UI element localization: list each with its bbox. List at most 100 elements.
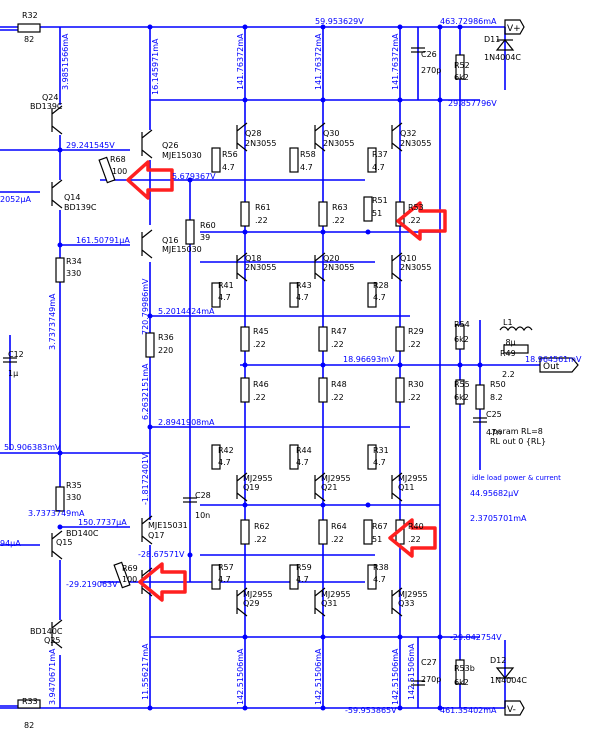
svg-text:4.7: 4.7 xyxy=(296,575,309,584)
svg-text:R37: R37 xyxy=(372,150,388,159)
svg-text:R55: R55 xyxy=(454,380,470,389)
label-top-rail-voltage: 59.953629V xyxy=(315,17,364,26)
r35-body xyxy=(55,486,65,512)
idle-current: 2.3705701mA xyxy=(470,514,527,523)
svg-text:MJ2955: MJ2955 xyxy=(321,474,351,483)
svg-text:220: 220 xyxy=(158,346,173,355)
svg-text:R33: R33 xyxy=(22,697,38,706)
svg-text:11.556217mA: 11.556217mA xyxy=(141,643,150,700)
label-neg28v: -28.67571V xyxy=(138,550,185,559)
svg-text:C26: C26 xyxy=(421,50,437,59)
svg-text:6k2: 6k2 xyxy=(454,73,469,82)
svg-text:Q28: Q28 xyxy=(245,129,261,138)
idle-note: idle load power & current xyxy=(472,474,561,482)
svg-text:R43: R43 xyxy=(296,281,312,290)
svg-text:BD140C: BD140C xyxy=(66,529,99,538)
r34-body xyxy=(55,257,65,283)
svg-text:Q25: Q25 xyxy=(44,636,60,645)
label-2.89mA: 2.8941908mA xyxy=(158,418,215,427)
svg-text:R51: R51 xyxy=(372,196,388,205)
svg-text:R56: R56 xyxy=(222,150,238,159)
svg-text:R62: R62 xyxy=(254,522,270,531)
svg-text:R63: R63 xyxy=(332,203,348,212)
svg-text:MJE15030: MJE15030 xyxy=(162,151,202,160)
svg-text:4.7: 4.7 xyxy=(373,575,386,584)
svg-text:R44: R44 xyxy=(296,446,312,455)
svg-text:.22: .22 xyxy=(332,216,345,225)
svg-text:R41: R41 xyxy=(218,281,234,290)
svg-text:1µ: 1µ xyxy=(8,369,18,378)
svg-text:6k2: 6k2 xyxy=(454,393,469,402)
svg-text:C12: C12 xyxy=(8,350,24,359)
svg-text:82: 82 xyxy=(24,721,34,730)
label-bottom-rail-voltage: -59.953865V xyxy=(345,706,397,715)
svg-text:3.9851566mA: 3.9851566mA xyxy=(61,33,70,90)
svg-text:4.7: 4.7 xyxy=(218,458,231,467)
svg-text:R36: R36 xyxy=(158,333,174,342)
svg-text:R30: R30 xyxy=(408,380,424,389)
svg-text:16.145971mA: 16.145971mA xyxy=(151,38,160,95)
svg-text:6k2: 6k2 xyxy=(454,678,469,687)
svg-text:C27: C27 xyxy=(421,658,437,667)
svg-text:R45: R45 xyxy=(253,327,269,336)
label-plus30: 29.857796V xyxy=(448,99,497,108)
label-50mv: 50.906383mV xyxy=(4,443,61,452)
svg-text:2N3055: 2N3055 xyxy=(400,263,431,272)
svg-text:BD139C: BD139C xyxy=(64,203,97,212)
label-5mA: 5.2014424mA xyxy=(158,307,215,316)
svg-text:MJ2955: MJ2955 xyxy=(398,590,428,599)
svg-text:R34: R34 xyxy=(66,257,82,266)
svg-text:4.7: 4.7 xyxy=(218,575,231,584)
svg-text:141.76372mA: 141.76372mA xyxy=(236,33,245,90)
svg-text:51: 51 xyxy=(372,209,382,218)
svg-text:Q26: Q26 xyxy=(162,141,178,150)
label-2052ua: 2052µA xyxy=(0,195,31,204)
svg-text:MJ2955: MJ2955 xyxy=(321,590,351,599)
svg-text:141.76372mA: 141.76372mA xyxy=(314,33,323,90)
svg-text:.22: .22 xyxy=(253,340,266,349)
label-3.73mA-h: 3.7373749mA xyxy=(28,509,85,518)
svg-text:Q19: Q19 xyxy=(243,483,259,492)
svg-text:R40: R40 xyxy=(408,522,424,531)
svg-text:R58: R58 xyxy=(300,150,316,159)
svg-text:R67: R67 xyxy=(372,522,388,531)
rl-statement: RL out 0 {RL} xyxy=(490,437,546,446)
svg-text:100: 100 xyxy=(112,167,127,176)
svg-text:142.51506mA: 142.51506mA xyxy=(236,648,245,705)
svg-text:141.76372mA: 141.76372mA xyxy=(391,33,400,90)
svg-text:.22: .22 xyxy=(254,535,267,544)
svg-text:MJE15030: MJE15030 xyxy=(162,245,202,254)
svg-text:Q24: Q24 xyxy=(42,93,58,102)
svg-text:D11: D11 xyxy=(484,35,500,44)
svg-text:C28: C28 xyxy=(195,491,211,500)
svg-text:4.7: 4.7 xyxy=(373,293,386,302)
svg-text:Q21: Q21 xyxy=(321,483,337,492)
svg-text:.22: .22 xyxy=(331,393,344,402)
label-neg29v: -29.219063V xyxy=(66,580,118,589)
svg-text:142.51506mA: 142.51506mA xyxy=(391,648,400,705)
label-5v: 5.679367V xyxy=(172,172,216,181)
svg-text:Q16: Q16 xyxy=(162,236,178,245)
svg-text:Q30: Q30 xyxy=(323,129,339,138)
junction-dots xyxy=(57,24,483,711)
r68-body xyxy=(98,156,116,184)
transistor-symbols xyxy=(51,105,403,649)
d12-symbol xyxy=(495,667,515,679)
svg-text:Q32: Q32 xyxy=(400,129,416,138)
svg-text:4.7: 4.7 xyxy=(296,293,309,302)
label-150ua: 150.7737µA xyxy=(78,518,127,527)
svg-text:4.7: 4.7 xyxy=(372,163,385,172)
svg-text:R47: R47 xyxy=(331,327,347,336)
out-label: Out xyxy=(543,362,560,372)
idle-power: 44.95682µV xyxy=(470,489,519,498)
svg-text:6k2: 6k2 xyxy=(454,335,469,344)
svg-text:2N3055: 2N3055 xyxy=(323,139,354,148)
label-top-current: 463.72986mA xyxy=(440,17,497,26)
output-resistors xyxy=(211,54,529,685)
svg-text:R32: R32 xyxy=(22,11,38,20)
l1-coil xyxy=(499,326,533,332)
svg-text:.22: .22 xyxy=(408,535,421,544)
